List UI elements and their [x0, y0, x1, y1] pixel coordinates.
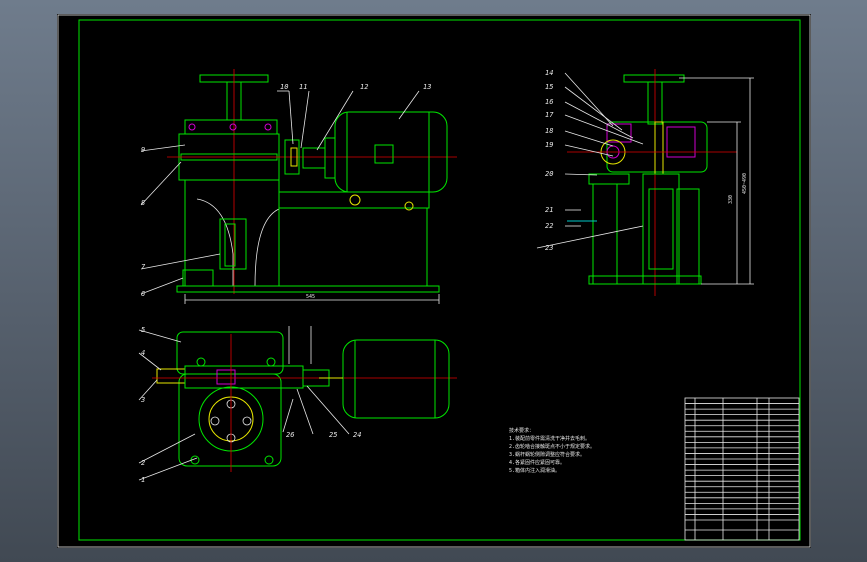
front-view: 545: [167, 69, 457, 304]
part-label: 13: [423, 83, 431, 91]
dim-front-width: 545: [306, 294, 315, 300]
part-label: 16: [545, 98, 553, 106]
part-label: 25: [329, 431, 337, 439]
title-block: [684, 397, 800, 541]
part-label: 26: [286, 431, 294, 439]
dim-side-height: 330: [728, 195, 734, 204]
top-view: [152, 326, 457, 472]
part-label: 1: [141, 476, 145, 484]
front-leaders: 9 8 7 6 10 11 12 13: [140, 83, 431, 298]
tech-requirement-line: 3.蜗杆蜗轮侧隙调整应符合要求。: [509, 451, 585, 458]
part-label: 23: [545, 244, 553, 252]
part-label: 9: [141, 146, 145, 154]
part-label: 11: [299, 83, 307, 91]
part-label: 21: [545, 206, 553, 214]
side-view: 330 450~490: [567, 69, 754, 296]
part-label: 12: [360, 83, 368, 91]
side-leaders: 14 15 16 17 18 19 20 21 22 23: [536, 69, 644, 252]
part-label: 8: [141, 199, 145, 207]
part-label: 5: [141, 326, 145, 334]
part-label: 7: [141, 263, 146, 271]
tech-requirement-line: 2.齿轮啮合接触斑点不小于规定要求。: [509, 443, 595, 450]
tech-requirement-line: 5.箱体内注入润滑油。: [509, 467, 560, 474]
part-label: 15: [545, 83, 553, 91]
part-label: 17: [545, 111, 554, 119]
tech-requirement-line: 1.装配前零件需清洗干净并去毛刺。: [509, 435, 590, 442]
part-label: 18: [545, 127, 553, 135]
tech-requirement-line: 4.各紧固件应紧固可靠。: [509, 459, 565, 466]
part-label: 19: [545, 141, 553, 149]
part-label: 14: [545, 69, 553, 77]
top-leaders: 5 4 3 2 1 26 25 24: [138, 326, 361, 484]
drawing-sheet[interactable]: 545 9 8 7 6 10 11 12 13: [57, 14, 811, 548]
part-label: 3: [140, 396, 145, 404]
part-label: 6: [141, 290, 145, 298]
dim-side-total: 450~490: [742, 173, 748, 194]
part-label: 10: [280, 83, 288, 91]
tech-requirements: 技术要求： 1.装配前零件需清洗干净并去毛刺。 2.齿轮啮合接触斑点不小于规定要…: [509, 427, 595, 474]
part-label: 2: [141, 459, 145, 467]
outer-frame: [57, 14, 811, 548]
tech-requirements-title: 技术要求：: [509, 427, 534, 434]
part-label: 24: [353, 431, 361, 439]
assembly-drawing: 545 9 8 7 6 10 11 12 13: [57, 14, 811, 548]
part-label: 22: [545, 222, 553, 230]
part-label: 4: [141, 349, 145, 357]
part-label: 20: [545, 170, 553, 178]
inner-frame: [78, 19, 801, 541]
